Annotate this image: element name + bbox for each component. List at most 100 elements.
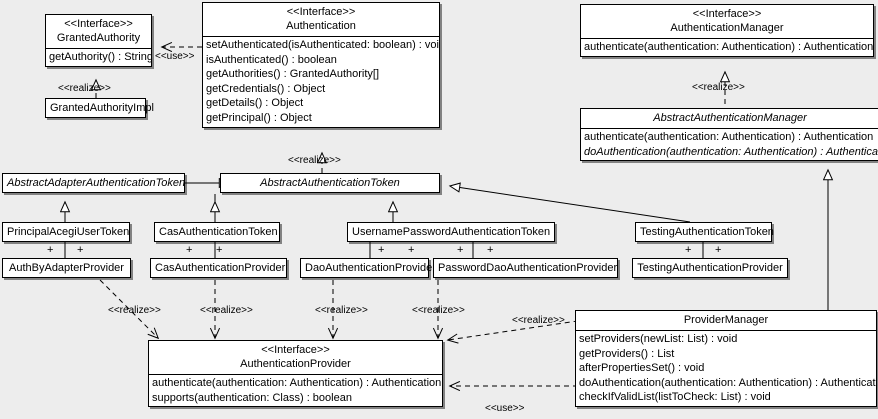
class-method: setAuthenticated(isAuthenticated: boolea… <box>206 39 439 51</box>
class-header: GrantedAuthorityImpl <box>46 99 154 117</box>
class-cas-authentication-provider[interactable]: CasAuthenticationProvider <box>150 258 287 278</box>
class-members: getAuthority() : String <box>46 48 151 66</box>
class-name: PrincipalAcegiUserToken <box>7 226 130 238</box>
stereotype-label: <<Interface>> <box>64 18 133 30</box>
class-header: <<Interface>> GrantedAuthority <box>46 15 151 48</box>
class-header: UsernamePasswordAuthenticationToken <box>348 223 554 241</box>
class-name: PasswordDaoAuthenticationProvider <box>438 262 618 274</box>
class-header: CasAuthenticationToken <box>155 223 279 241</box>
edge-label-realize-provider-1: <<realize>> <box>108 305 161 316</box>
class-method: getAuthorities() : GrantedAuthority[] <box>206 68 380 81</box>
class-method: getProviders() : List <box>579 347 675 360</box>
association-marker: + <box>408 244 415 256</box>
class-method: getPrincipal() : Object <box>206 111 312 124</box>
class-method: doAuthentication(authentication: Authent… <box>584 145 878 158</box>
class-name: GrantedAuthority <box>56 32 141 44</box>
class-name: CasAuthenticationProvider <box>155 262 286 274</box>
class-testing-authentication-provider[interactable]: TestingAuthenticationProvider <box>632 258 788 278</box>
edge-label-realize-authentication: <<realize>> <box>288 155 341 166</box>
class-header: <<Interface>> AuthenticationManager <box>581 5 873 38</box>
class-method: getCredentials() : Object <box>206 82 326 95</box>
class-name: AbstractAuthenticationManager <box>653 112 807 124</box>
class-method: authenticate(authentication: Authenticat… <box>584 131 874 143</box>
class-name: Authentication <box>286 20 356 32</box>
class-name: AuthByAdapterProvider <box>9 262 124 274</box>
edge-label-use-provider-manager: <<use>> <box>485 403 525 414</box>
association-marker: + <box>77 244 84 256</box>
class-dao-authentication-provider[interactable]: DaoAuthenticationProvider <box>300 258 436 278</box>
edge-label-realize-provider-3: <<realize>> <box>315 305 368 316</box>
stereotype-label: <<Interface>> <box>692 8 762 20</box>
class-method: afterPropertiesSet() : void <box>579 362 705 375</box>
class-method: getAuthority() : String <box>49 51 151 63</box>
edge-label-realize-provider-4: <<realize>> <box>412 305 465 316</box>
class-name: CasAuthenticationToken <box>159 226 278 238</box>
class-granted-authority[interactable]: <<Interface>> GrantedAuthority getAuthor… <box>45 14 152 67</box>
class-testing-authentication-token[interactable]: TestingAuthenticationToken <box>635 222 774 242</box>
class-principal-acegi-user-token[interactable]: PrincipalAcegiUserToken <box>2 222 130 242</box>
class-header: AbstractAdapterAuthenticationToken <box>3 174 186 192</box>
class-name: AbstractAuthenticationToken <box>260 177 400 189</box>
class-method: getDetails() : Object <box>206 97 304 110</box>
association-marker: + <box>715 244 722 256</box>
class-header: AuthByAdapterProvider <box>3 259 130 277</box>
class-members: setAuthenticated(isAuthenticated: boolea… <box>203 36 439 127</box>
class-header: PrincipalAcegiUserToken <box>3 223 129 241</box>
class-method: isAuthenticated() : boolean <box>206 53 337 66</box>
stereotype-label: <<Interface>> <box>286 6 356 18</box>
class-abstract-authentication-token[interactable]: AbstractAuthenticationToken <box>220 173 440 193</box>
association-marker: + <box>216 244 223 256</box>
class-method: authenticate(authentication: Authenticat… <box>584 41 873 53</box>
edge-label-realize-provider-2: <<realize>> <box>200 305 253 316</box>
class-granted-authority-impl[interactable]: GrantedAuthorityImpl <box>45 98 154 118</box>
class-name: AbstractAdapterAuthenticationToken <box>7 177 186 189</box>
class-name: AuthenticationProvider <box>240 358 351 370</box>
class-method: doAuthentication(authentication: Authent… <box>579 376 876 389</box>
class-abstract-adapter-authentication-token[interactable]: AbstractAdapterAuthenticationToken <box>2 173 185 193</box>
edge-label-realize-authentication-manager: <<realize>> <box>692 82 745 93</box>
association-marker: + <box>47 244 54 256</box>
class-method: setProviders(newList: List) : void <box>579 333 738 345</box>
association-marker: + <box>487 244 494 256</box>
association-marker: + <box>186 244 193 256</box>
class-name: AuthenticationManager <box>670 22 784 34</box>
class-header: TestingAuthenticationToken <box>636 223 774 241</box>
class-members: authenticate(authentication: Authenticat… <box>581 128 878 160</box>
class-header: <<Interface>> Authentication <box>203 3 439 36</box>
class-method: checkIfValidList(listToCheck: List) : vo… <box>579 391 771 404</box>
class-method: supports(authentication: Class) : boolea… <box>152 391 352 404</box>
class-name: TestingAuthenticationProvider <box>637 262 783 274</box>
class-header: AbstractAuthenticationToken <box>221 174 439 192</box>
class-name: ProviderManager <box>683 314 769 326</box>
class-authentication-manager[interactable]: <<Interface>> AuthenticationManager auth… <box>580 4 874 57</box>
class-header: PasswordDaoAuthenticationProvider <box>434 259 617 277</box>
edge-label-realize-provider-manager: <<realize>> <box>512 315 565 326</box>
class-username-password-authentication-token[interactable]: UsernamePasswordAuthenticationToken <box>347 222 555 242</box>
class-password-dao-authentication-provider[interactable]: PasswordDaoAuthenticationProvider <box>433 258 618 278</box>
class-members: authenticate(authentication: Authenticat… <box>149 374 442 406</box>
association-marker: + <box>378 244 385 256</box>
stereotype-label: <<Interface>> <box>261 344 330 356</box>
edge-label-realize-granted-authority: <<realize>> <box>58 83 111 94</box>
class-abstract-authentication-manager[interactable]: AbstractAuthenticationManager authentica… <box>580 108 878 162</box>
class-header: DaoAuthenticationProvider <box>301 259 436 277</box>
class-name: TestingAuthenticationToken <box>640 226 774 238</box>
class-authentication-provider[interactable]: <<Interface>> AuthenticationProvider aut… <box>148 340 443 408</box>
class-name: GrantedAuthorityImpl <box>50 102 154 114</box>
class-name: UsernamePasswordAuthenticationToken <box>352 226 551 238</box>
class-members: setProviders(newList: List) : void getPr… <box>576 330 876 406</box>
class-name: DaoAuthenticationProvider <box>305 262 436 274</box>
class-header: AbstractAuthenticationManager <box>581 109 878 128</box>
association-marker: + <box>685 244 692 256</box>
class-members: authenticate(authentication: Authenticat… <box>581 38 873 56</box>
class-cas-authentication-token[interactable]: CasAuthenticationToken <box>154 222 280 242</box>
class-authentication[interactable]: <<Interface>> Authentication setAuthenti… <box>202 2 440 128</box>
class-provider-manager[interactable]: ProviderManager setProviders(newList: Li… <box>575 310 877 407</box>
class-header: ProviderManager <box>576 311 876 330</box>
class-header: CasAuthenticationProvider <box>151 259 286 277</box>
class-method: authenticate(authentication: Authenticat… <box>152 377 442 389</box>
class-header: TestingAuthenticationProvider <box>633 259 787 277</box>
class-auth-by-adapter-provider[interactable]: AuthByAdapterProvider <box>2 258 131 278</box>
edge-label-use-granted-authority: <<use>> <box>155 51 195 62</box>
